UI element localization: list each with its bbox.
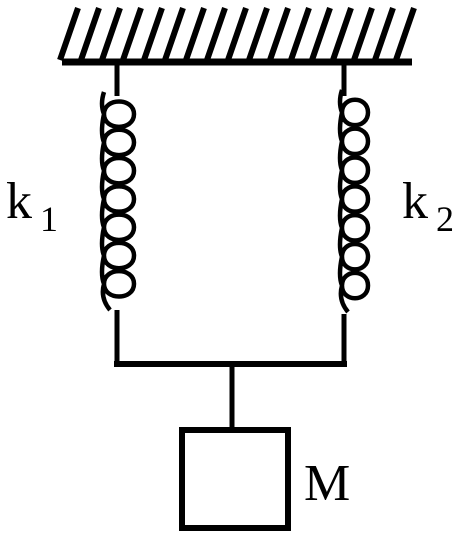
hatch-line bbox=[120, 7, 144, 61]
hatch-line bbox=[183, 7, 207, 61]
ceiling-hatching bbox=[57, 7, 417, 61]
hatch-line bbox=[393, 7, 417, 61]
hatch-line bbox=[78, 7, 102, 61]
hatch-line bbox=[204, 7, 228, 61]
spring-k1-label: k 1 bbox=[6, 173, 58, 239]
hatch-line bbox=[162, 7, 186, 61]
hatch-line bbox=[57, 7, 81, 61]
spring-k1 bbox=[99, 62, 137, 364]
ceiling bbox=[57, 7, 417, 66]
mass-block bbox=[179, 427, 291, 531]
hatch-line bbox=[351, 7, 375, 61]
spring-k2-coil bbox=[337, 89, 371, 314]
hatch-line bbox=[288, 7, 312, 61]
mass-label: M bbox=[304, 455, 350, 512]
spring-k2 bbox=[337, 62, 371, 364]
hatch-line bbox=[372, 7, 396, 61]
hatch-line bbox=[246, 7, 270, 61]
hatch-line bbox=[141, 7, 165, 61]
hatch-line bbox=[330, 7, 354, 61]
hatch-line bbox=[309, 7, 333, 61]
hatch-line bbox=[267, 7, 291, 61]
hatch-line bbox=[99, 7, 123, 61]
hatch-line bbox=[225, 7, 249, 61]
spring-k1-coil bbox=[99, 91, 137, 312]
spring-k2-label: k 2 bbox=[402, 173, 454, 239]
